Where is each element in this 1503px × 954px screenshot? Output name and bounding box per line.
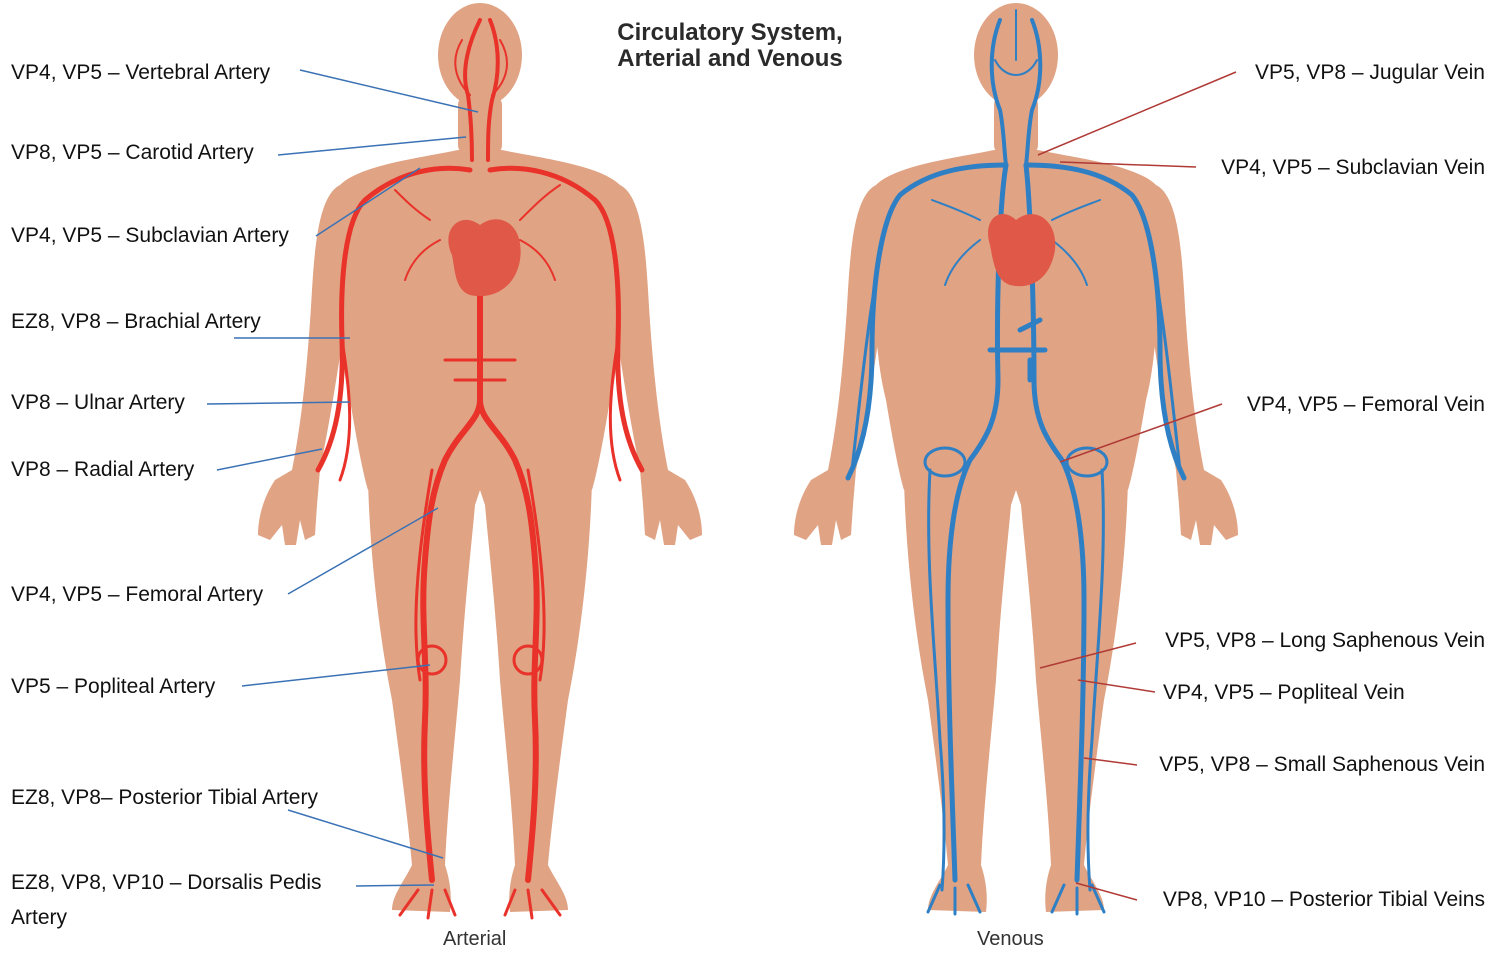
label-popliteal-vein: VP4, VP5 – Popliteal Vein — [1163, 680, 1405, 706]
diagram-title: Circulatory System, Arterial and Venous — [560, 20, 900, 72]
label-posterior-tibial-veins: VP8, VP10 – Posterior Tibial Veins — [1163, 887, 1485, 913]
caption-venous: Venous — [977, 928, 1044, 951]
leader-dorsalis-pedis — [356, 885, 434, 886]
label-brachial-artery: EZ8, VP8 – Brachial Artery — [11, 309, 261, 335]
title-line-2: Arterial and Venous — [560, 46, 900, 72]
label-popliteal-artery: VP5 – Popliteal Artery — [11, 674, 215, 700]
label-femoral-artery: VP4, VP5 – Femoral Artery — [11, 582, 263, 608]
label-posterior-tibial-artery: EZ8, VP8– Posterior Tibial Artery — [11, 785, 318, 811]
label-ulnar-artery: VP8 – Ulnar Artery — [11, 390, 185, 416]
label-subclavian-artery: VP4, VP5 – Subclavian Artery — [11, 223, 289, 249]
leader-jugular — [1038, 72, 1236, 155]
label-small-saphenous-vein: VP5, VP8 – Small Saphenous Vein — [1159, 752, 1485, 778]
label-long-saphenous-vein: VP5, VP8 – Long Saphenous Vein — [1165, 628, 1485, 654]
label-subclavian-vein: VP4, VP5 – Subclavian Vein — [1221, 155, 1485, 181]
label-femoral-vein: VP4, VP5 – Femoral Vein — [1247, 392, 1485, 418]
leader-carotid — [278, 137, 466, 155]
label-vertebral-artery: VP4, VP5 – Vertebral Artery — [11, 60, 270, 86]
label-radial-artery: VP8 – Radial Artery — [11, 457, 194, 483]
label-jugular-vein: VP5, VP8 – Jugular Vein — [1255, 60, 1485, 86]
title-line-1: Circulatory System, — [560, 20, 900, 46]
label-dorsalis-pedis-artery-cont: Artery — [11, 905, 67, 931]
label-carotid-artery: VP8, VP5 – Carotid Artery — [11, 140, 254, 166]
label-dorsalis-pedis-artery: EZ8, VP8, VP10 – Dorsalis Pedis — [11, 870, 321, 896]
caption-arterial: Arterial — [443, 928, 506, 951]
